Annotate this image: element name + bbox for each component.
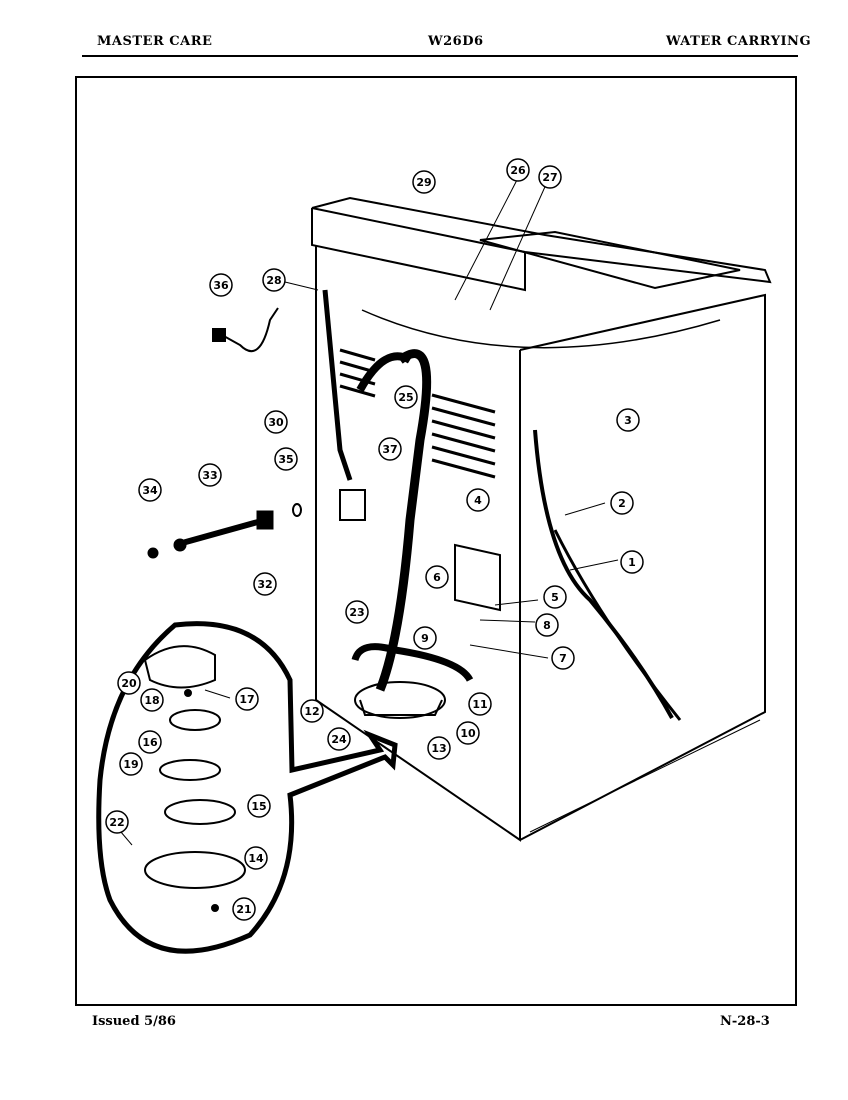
callout-number-14: 14 xyxy=(248,852,264,865)
callout-number-23: 23 xyxy=(349,606,364,619)
callout-number-36: 36 xyxy=(213,279,229,292)
callout-number-34: 34 xyxy=(142,484,158,497)
callout-circle-29 xyxy=(412,170,436,194)
callout-number-2: 2 xyxy=(618,497,626,510)
callout-number-11: 11 xyxy=(472,698,487,711)
callout-number-7: 7 xyxy=(559,652,567,665)
callout-circle-16 xyxy=(138,730,162,754)
header-model: W26D6 xyxy=(428,34,484,49)
callout-number-5: 5 xyxy=(551,591,559,604)
inlet-bolt xyxy=(147,503,302,559)
callout-circle-25 xyxy=(394,385,418,409)
callout-circle-18 xyxy=(140,688,164,712)
callout-number-26: 26 xyxy=(510,164,526,177)
callout-number-15: 15 xyxy=(251,800,266,813)
callout-circle-27 xyxy=(538,165,562,189)
power-cord xyxy=(221,307,279,352)
callout-circle-10 xyxy=(456,721,480,745)
callout-circle-8 xyxy=(535,613,559,637)
callout-circle-9 xyxy=(413,626,437,650)
callout-number-25: 25 xyxy=(398,391,413,404)
header-brand: MASTER CARE xyxy=(97,34,213,49)
callout-number-18: 18 xyxy=(144,694,159,707)
callout-number-17: 17 xyxy=(239,693,254,706)
callout-circle-3 xyxy=(616,408,640,432)
callout-circle-23 xyxy=(345,600,369,624)
callout-number-33: 33 xyxy=(202,469,217,482)
callout-circle-6 xyxy=(425,565,449,589)
callout-number-12: 12 xyxy=(304,705,319,718)
callout-circle-20 xyxy=(117,671,141,695)
callout-circle-11 xyxy=(468,692,492,716)
header-section: WATER CARRYING xyxy=(666,34,812,49)
callout-number-3: 3 xyxy=(624,414,632,427)
header-rule xyxy=(82,55,798,57)
footer-issued: Issued 5/86 xyxy=(92,1014,176,1029)
callout-number-29: 29 xyxy=(416,176,431,189)
callout-number-8: 8 xyxy=(543,619,551,632)
callout-circle-30 xyxy=(264,410,288,434)
callout-circle-28 xyxy=(262,268,286,292)
callout-circle-15 xyxy=(247,794,271,818)
detail-bubble xyxy=(96,621,398,954)
callout-circle-4 xyxy=(466,488,490,512)
callout-number-10: 10 xyxy=(460,727,476,740)
callout-number-28: 28 xyxy=(266,274,281,287)
footer-page-code: N-28-3 xyxy=(720,1014,770,1029)
washer-cabinet xyxy=(311,196,772,842)
callout-circle-13 xyxy=(427,736,451,760)
exploded-pump-parts xyxy=(143,645,246,912)
callout-circle-36 xyxy=(209,273,233,297)
leader-lines xyxy=(114,177,619,846)
callout-number-4: 4 xyxy=(474,494,482,507)
callout-circle-34 xyxy=(138,478,162,502)
callout-circle-12 xyxy=(300,699,324,723)
callout-number-22: 22 xyxy=(109,816,124,829)
callout-circle-14 xyxy=(244,846,268,870)
callout-circle-24 xyxy=(327,727,351,751)
callout-circle-33 xyxy=(198,463,222,487)
callout-number-20: 20 xyxy=(121,677,137,690)
callout-circle-17 xyxy=(235,687,259,711)
cord-plug xyxy=(212,328,226,342)
callout-circle-5 xyxy=(543,585,567,609)
callout-circle-22 xyxy=(105,810,129,834)
callout-circle-37 xyxy=(378,437,402,461)
diagram-frame xyxy=(75,76,797,1006)
callout-number-37: 37 xyxy=(382,443,397,456)
callout-number-19: 19 xyxy=(123,758,138,771)
callout-number-27: 27 xyxy=(542,171,557,184)
callout-number-30: 30 xyxy=(268,416,284,429)
callout-circle-2 xyxy=(610,491,634,515)
callout-circle-35 xyxy=(274,447,298,471)
callout-number-6: 6 xyxy=(433,571,441,584)
callout-number-1: 1 xyxy=(628,556,636,569)
callout-circle-1 xyxy=(620,550,644,574)
callout-number-32: 32 xyxy=(257,578,272,591)
callout-number-21: 21 xyxy=(236,903,251,916)
callout-number-9: 9 xyxy=(421,632,429,645)
callout-circle-19 xyxy=(119,752,143,776)
callout-number-13: 13 xyxy=(431,742,446,755)
pump-assembly xyxy=(339,489,501,719)
callout-circle-32 xyxy=(253,572,277,596)
callout-number-16: 16 xyxy=(142,736,158,749)
hoses xyxy=(322,289,682,721)
callout-circle-21 xyxy=(232,897,256,921)
callout-circle-26 xyxy=(506,158,530,182)
callout-circle-7 xyxy=(551,646,575,670)
callout-number-35: 35 xyxy=(278,453,293,466)
callout-number-24: 24 xyxy=(331,733,347,746)
